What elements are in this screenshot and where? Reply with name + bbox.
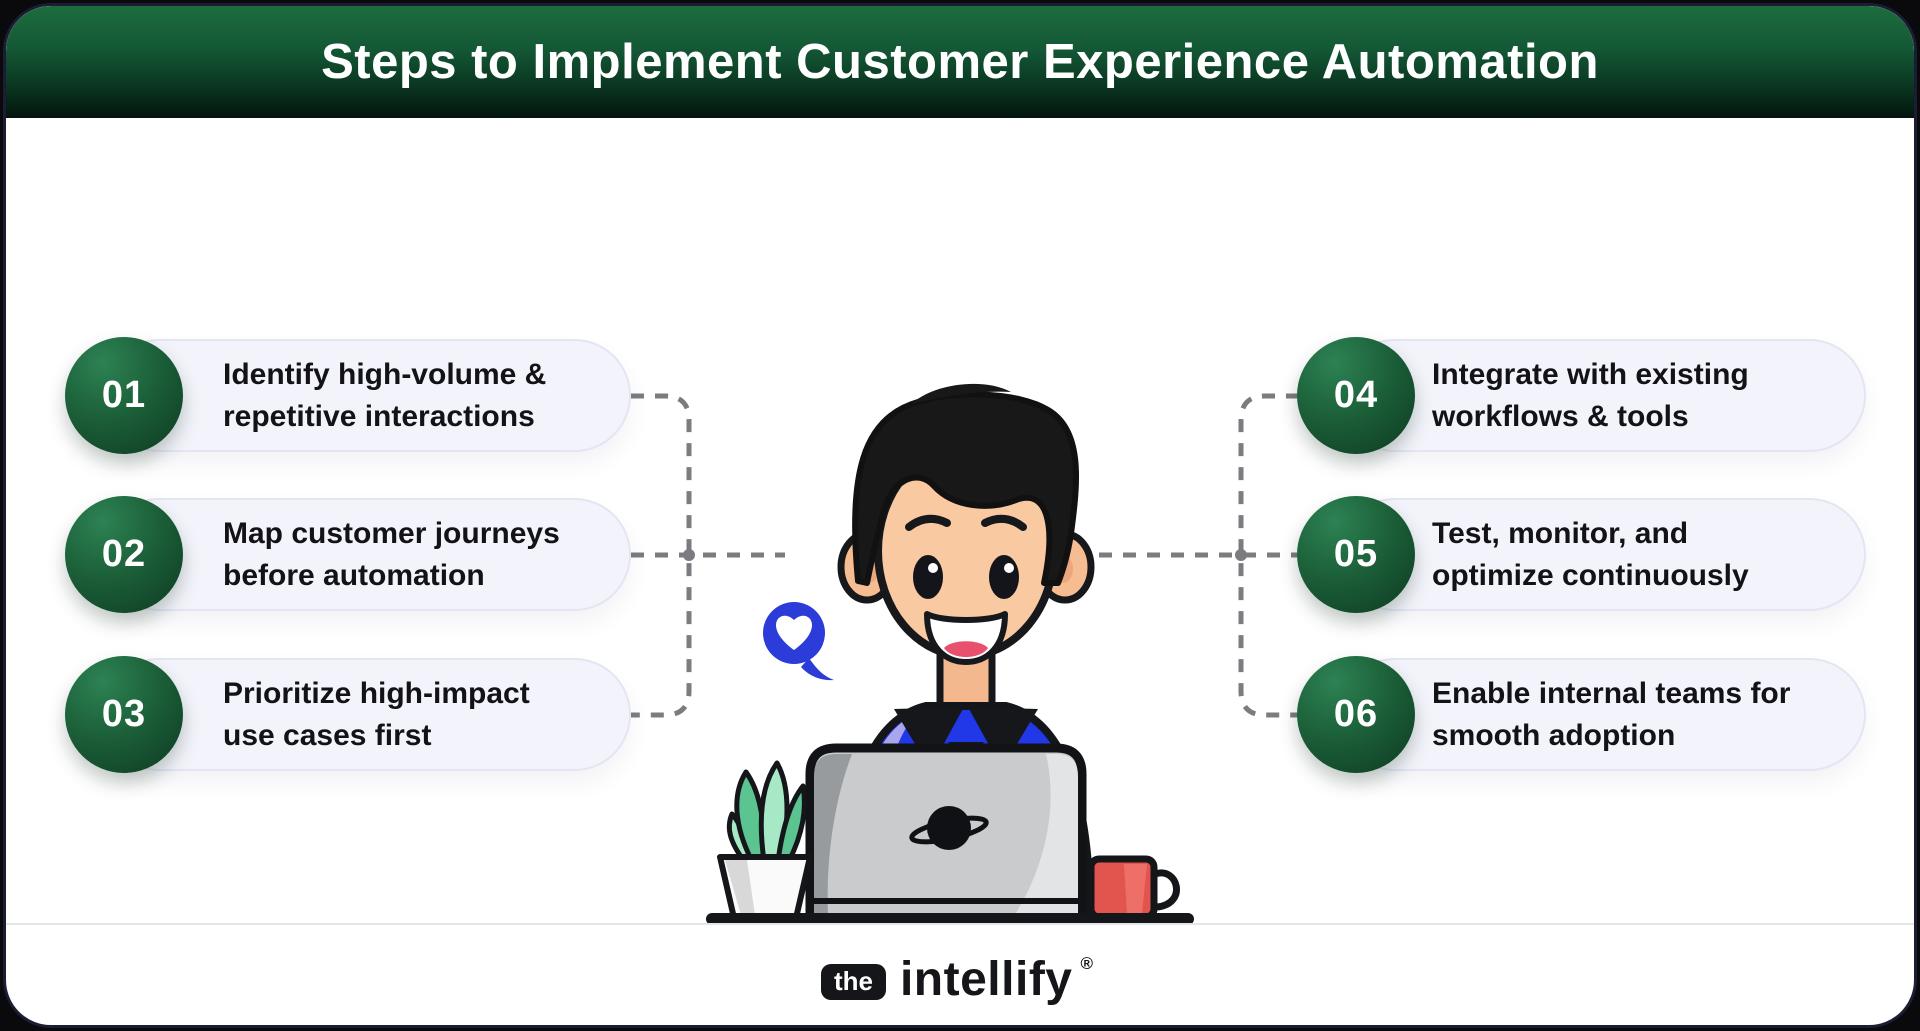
connector-junction-left (683, 549, 695, 561)
desk-line (706, 913, 1194, 925)
laptop-icon (805, 743, 1087, 924)
bottom-divider (6, 923, 1914, 925)
step-item-05: Test, monitor, and optimize continuously (1338, 498, 1866, 611)
step-item-02: Map customer journeys before automation (103, 498, 631, 611)
step-number: 04 (1333, 374, 1379, 416)
step-label: before automation (223, 558, 485, 592)
step-item-04: Integrate with existing workflows & tool… (1338, 339, 1866, 452)
step-number: 06 (1333, 693, 1379, 735)
step-number-badge-01: 01 (65, 337, 183, 454)
step-number-badge-06: 06 (1297, 656, 1415, 773)
step-number: 03 (101, 693, 147, 735)
step-label: Map customer journeys (223, 516, 560, 550)
brand-logo: the intellify ® (6, 953, 1914, 1006)
step-number: 01 (101, 374, 147, 416)
step-number: 02 (101, 533, 147, 575)
step-number-badge-02: 02 (65, 496, 183, 613)
step-label: smooth adoption (1432, 718, 1676, 752)
heart-chat-bubble-icon (763, 602, 834, 681)
step-label: Test, monitor, and (1432, 516, 1689, 550)
saturn-icon (909, 806, 989, 850)
step-label: workflows & tools (1432, 399, 1689, 433)
connector-left-bracket (631, 393, 692, 718)
step-label: repetitive interactions (223, 399, 535, 433)
step-label: Enable internal teams for (1432, 676, 1791, 710)
coffee-mug-icon (1087, 855, 1180, 921)
logo-the-badge: the (820, 964, 886, 1000)
step-item-01: Identify high-volume & repetitive intera… (103, 339, 631, 452)
step-label: use cases first (223, 718, 432, 752)
step-number-badge-04: 04 (1297, 337, 1415, 454)
connector-lines (631, 393, 1299, 718)
step-label: Prioritize high-impact (223, 676, 530, 710)
step-label: Identify high-volume & (223, 357, 547, 391)
step-item-03: Prioritize high-impact use cases first (103, 658, 631, 771)
connector-right-bracket (1238, 393, 1299, 718)
step-number-badge-03: 03 (65, 656, 183, 773)
plant-pot-icon (717, 760, 813, 921)
page-title: Steps to Implement Customer Experience A… (321, 35, 1599, 89)
logo-wordmark: intellify (899, 953, 1073, 1006)
infographic-canvas: Steps to Implement Customer Experience A… (3, 3, 1917, 1028)
step-label: optimize continuously (1432, 558, 1749, 592)
step-item-06: Enable internal teams for smooth adoptio… (1338, 658, 1866, 771)
step-number-badge-05: 05 (1297, 496, 1415, 613)
registered-mark-icon: ® (1080, 954, 1094, 973)
step-number: 05 (1333, 533, 1379, 575)
center-illustration (631, 383, 1299, 925)
step-label: Integrate with existing (1432, 357, 1749, 391)
connector-junction-right (1235, 549, 1247, 561)
header-banner: Steps to Implement Customer Experience A… (6, 6, 1914, 118)
